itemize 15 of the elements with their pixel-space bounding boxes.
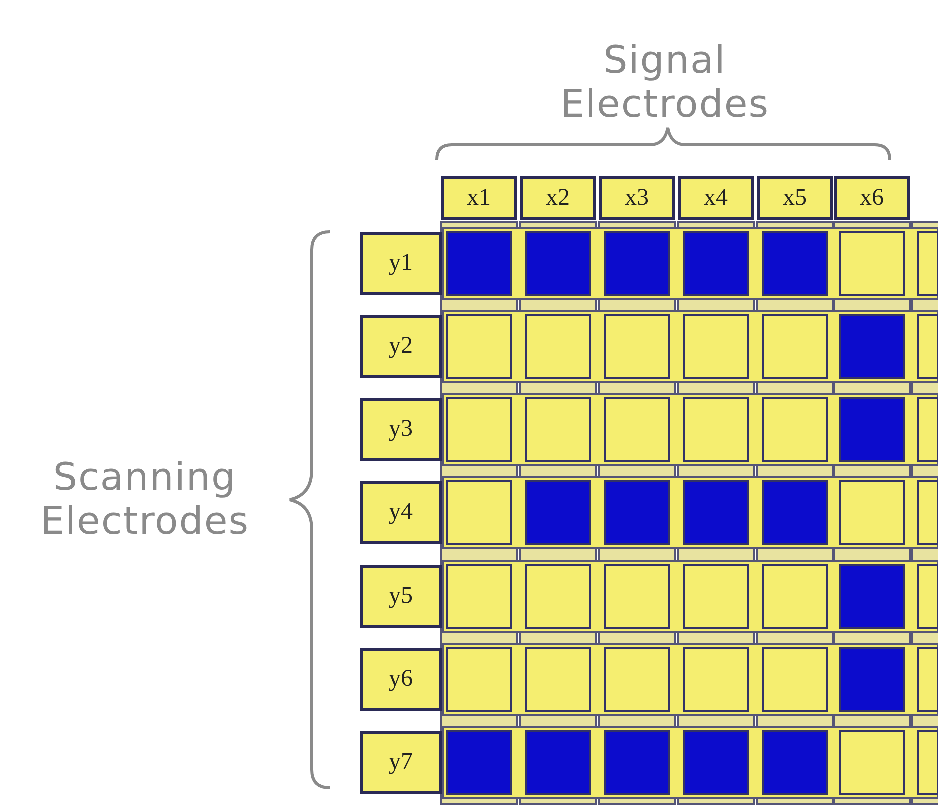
column-label: x2 [520,176,596,220]
column-label: x3 [599,176,675,220]
column-label: x5 [757,176,833,220]
row-label: y2 [360,315,442,378]
row-label: y7 [360,731,442,794]
axis-title: Scanning Electrodes [39,455,251,543]
row-label: y5 [360,565,442,628]
column-label: x1 [441,176,517,220]
row-label: y6 [360,648,442,711]
row-label: y1 [360,232,442,295]
row-label: y3 [360,398,442,461]
column-label: x6 [834,176,910,220]
column-label: x4 [678,176,754,220]
row-label: y4 [360,481,442,544]
axis-title: Signal Electrodes [559,38,771,126]
